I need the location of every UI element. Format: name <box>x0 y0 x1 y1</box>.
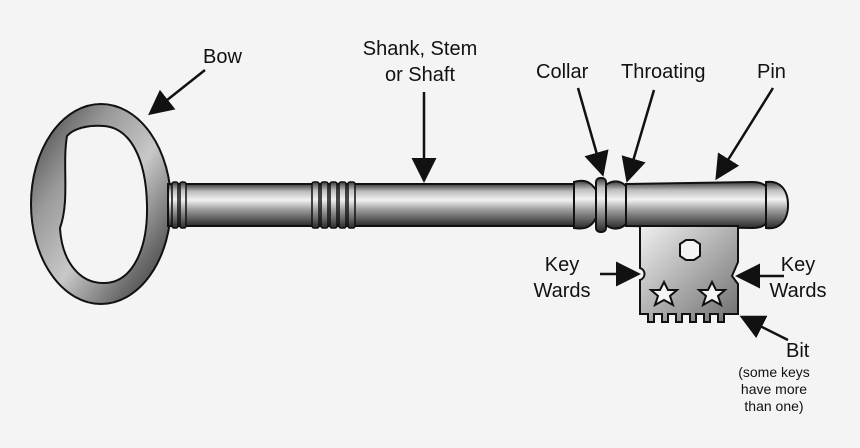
label-bit-note: (some keys have more than one) <box>722 364 826 415</box>
shank <box>167 181 589 229</box>
label-key-wards-left: Key Wards <box>520 252 604 304</box>
label-bit-note-line1: (some keys <box>738 364 810 380</box>
bow-ring <box>30 103 172 305</box>
label-key-wards-right-line1: Key <box>780 254 816 276</box>
label-bow: Bow <box>203 46 242 68</box>
label-key-wards-left-line2: Wards <box>533 280 591 302</box>
bit <box>639 225 739 323</box>
label-pin: Pin <box>757 61 786 83</box>
label-shank-line1: Shank, Stem <box>362 38 478 60</box>
label-key-wards-right: Key Wards <box>756 252 840 304</box>
label-key-wards-left-line1: Key <box>544 254 580 276</box>
label-bit-note-line2: have more <box>740 381 808 397</box>
label-bit-note-line3: than one) <box>744 398 804 414</box>
arrow-pin <box>715 87 775 181</box>
arrow-bit <box>739 315 789 342</box>
label-bit: Bit <box>786 340 810 362</box>
label-shank-line2: or Shaft <box>384 64 456 86</box>
label-shank: Shank, Stem or Shaft <box>345 36 495 88</box>
label-key-wards-right-line2: Wards <box>769 280 827 302</box>
leader-arrows <box>148 69 789 342</box>
label-throating: Throating <box>621 61 706 83</box>
collar-and-pin <box>573 177 790 233</box>
arrow-throating <box>621 89 656 183</box>
label-collar: Collar <box>536 61 589 83</box>
arrow-collar <box>576 87 609 177</box>
arrow-bow <box>148 69 206 116</box>
